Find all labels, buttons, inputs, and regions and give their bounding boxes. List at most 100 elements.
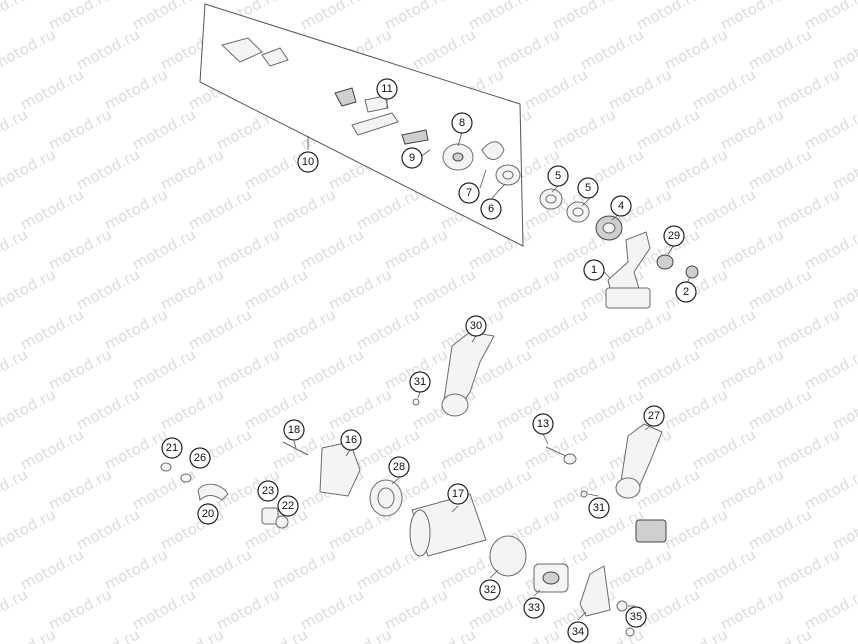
callout-number: 10 [302, 156, 314, 168]
watermark-text: motod.ru [269, 185, 338, 233]
watermark-text: motod.ru [801, 345, 858, 393]
watermark-text: motod.ru [0, 185, 3, 233]
callout-number: 22 [282, 500, 294, 512]
watermark-text: motod.ru [101, 185, 170, 233]
callout-number: 23 [262, 485, 274, 497]
callout-31b: 31 [588, 497, 610, 519]
watermark-text: motod.ru [689, 305, 758, 353]
watermark-text: motod.ru [241, 265, 310, 313]
watermark-text: motod.ru [493, 265, 562, 313]
callout-27: 27 [643, 405, 665, 427]
callout-4: 4 [610, 195, 632, 217]
watermark-text: motod.ru [17, 545, 86, 593]
watermark-text: motod.ru [0, 425, 3, 473]
watermark-text: motod.ru [717, 465, 786, 513]
parts-drawings [160, 37, 699, 637]
callout-23: 23 [257, 480, 279, 502]
watermark-text: motod.ru [661, 385, 730, 433]
watermark-text: motod.ru [717, 225, 786, 273]
watermark-text: motod.ru [213, 585, 282, 633]
callout-5b: 5 [577, 177, 599, 199]
watermark-text: motod.ru [297, 345, 366, 393]
watermark-text: motod.ru [801, 225, 858, 273]
watermark-text: motod.ru [325, 385, 394, 433]
watermark-text: motod.ru [605, 305, 674, 353]
watermark-text: motod.ru [101, 65, 170, 113]
callout-26: 26 [189, 447, 211, 469]
callout-number: 34 [572, 626, 584, 638]
watermark-text: motod.ru [241, 145, 310, 193]
callout-number: 2 [683, 286, 689, 298]
callout-number: 35 [630, 611, 642, 623]
watermark-text: motod.ru [493, 25, 562, 73]
watermark-text: motod.ru [633, 345, 702, 393]
watermark-text: motod.ru [521, 425, 590, 473]
watermark-text: motod.ru [773, 305, 842, 353]
watermark-text: motod.ru [633, 105, 702, 153]
watermark-text: motod.ru [549, 0, 618, 34]
watermark-text: motod.ru [661, 625, 730, 644]
callout-29: 29 [663, 225, 685, 247]
watermark-text: motod.ru [0, 65, 3, 113]
watermark-text: motod.ru [521, 65, 590, 113]
watermark-text: motod.ru [45, 0, 114, 34]
watermark-text: motod.ru [185, 185, 254, 233]
callout-number: 28 [393, 461, 405, 473]
callout-5a: 5 [547, 165, 569, 187]
watermark-text: motod.ru [409, 265, 478, 313]
watermark-text: motod.ru [717, 345, 786, 393]
callout-number: 6 [488, 203, 494, 215]
callout-number: 20 [202, 508, 214, 520]
watermark-text: motod.ru [17, 185, 86, 233]
watermark-text: motod.ru [0, 305, 3, 353]
watermark-text: motod.ru [745, 25, 814, 73]
watermark-text: motod.ru [45, 225, 114, 273]
watermark-text: motod.ru [689, 545, 758, 593]
callout-10: 10 [297, 151, 319, 173]
watermark-text: motod.ru [213, 345, 282, 393]
watermark-text: motod.ru [45, 585, 114, 633]
callout-number: 7 [466, 187, 472, 199]
watermark-text: motod.ru [549, 105, 618, 153]
watermark-text: motod.ru [17, 305, 86, 353]
watermark-text: motod.ru [745, 625, 814, 644]
callout-16: 16 [340, 429, 362, 451]
watermark-text: motod.ru [773, 545, 842, 593]
watermark-text: motod.ru [605, 545, 674, 593]
watermark-text: motod.ru [745, 265, 814, 313]
watermark-text: motod.ru [241, 625, 310, 644]
watermark-text: motod.ru [689, 185, 758, 233]
watermark-text: motod.ru [185, 305, 254, 353]
watermark-text: motod.ru [129, 0, 198, 34]
callout-6: 6 [480, 198, 502, 220]
watermark-text: motod.ru [605, 65, 674, 113]
watermark-text: motod.ru [297, 585, 366, 633]
callout-number: 30 [470, 320, 482, 332]
watermark-text: motod.ru [577, 25, 646, 73]
callout-labels: 1 2 4 5 5 6 7 8 9 10 11 13 16 17 18 20 2… [161, 78, 697, 643]
callout-17: 17 [447, 483, 469, 505]
callout-number: 5 [585, 182, 591, 194]
callout-21: 21 [161, 437, 183, 459]
callout-number: 18 [288, 424, 300, 436]
watermark-text: motod.ru [773, 425, 842, 473]
callout-1: 1 [583, 259, 605, 281]
callout-35: 35 [625, 606, 647, 628]
watermark-text: motod.ru [325, 265, 394, 313]
callout-number: 27 [648, 410, 660, 422]
watermark-text: motod.ru [745, 145, 814, 193]
callout-number: 1 [591, 264, 597, 276]
callout-18: 18 [283, 419, 305, 441]
callout-number: 16 [345, 434, 357, 446]
watermark-text: motod.ru [157, 145, 226, 193]
callout-13: 13 [532, 413, 554, 435]
watermark-text: motod.ru [185, 545, 254, 593]
watermark-text: motod.ru [633, 585, 702, 633]
watermark-text: motod.ru [773, 65, 842, 113]
callout-number: 29 [668, 230, 680, 242]
watermark-text: motod.ru [0, 25, 59, 73]
watermark-text: motod.ru [437, 425, 506, 473]
watermark-text: motod.ru [129, 585, 198, 633]
watermark-text: motod.ru [73, 265, 142, 313]
watermark-text: motod.ru [381, 225, 450, 273]
